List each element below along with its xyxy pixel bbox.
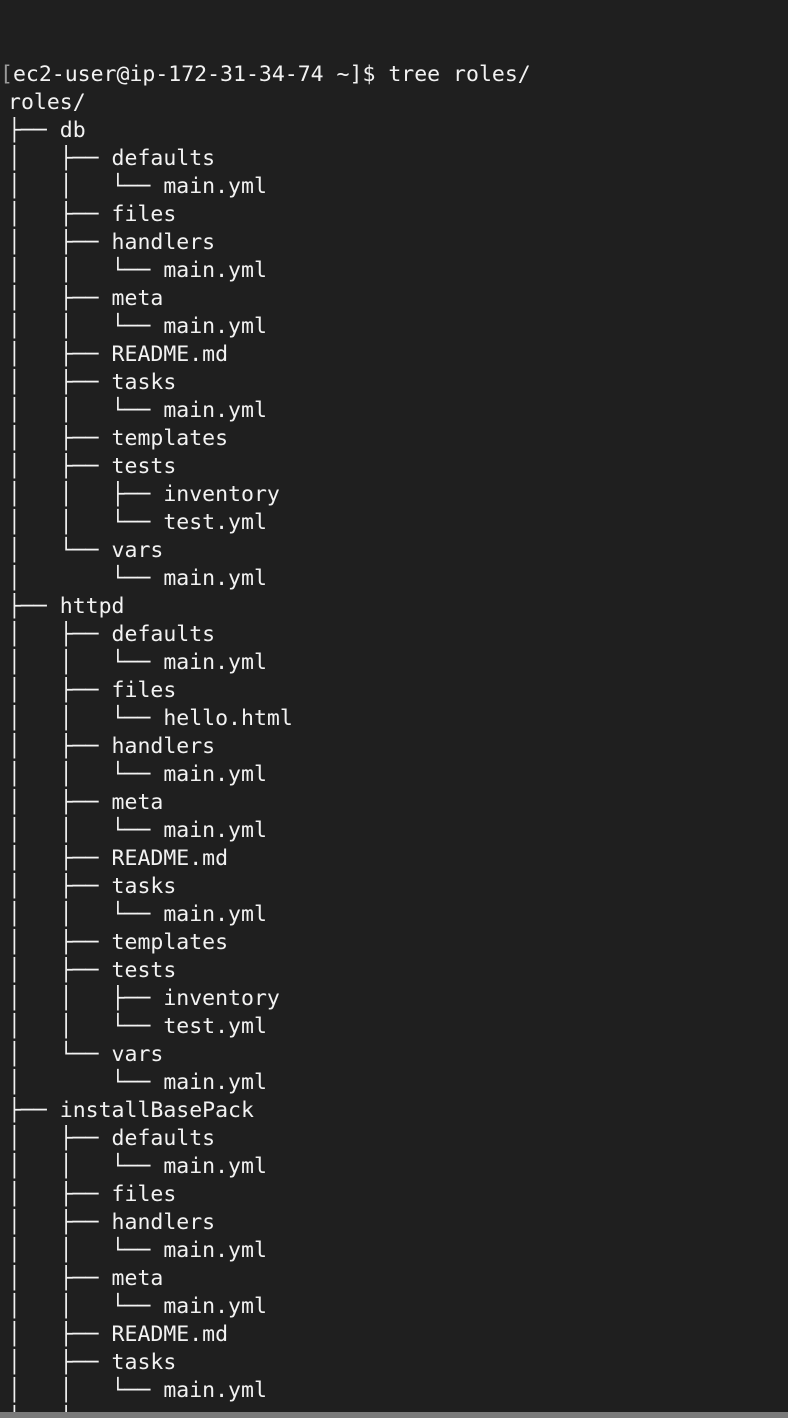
tree-output-line: │ ├── files	[8, 678, 177, 703]
tree-output-line: │ │ └── main.yml	[8, 818, 267, 843]
tree-output-line: │ │ └── main.yml	[8, 1294, 267, 1319]
tree-output-line: │ │ └── main.yml	[8, 1154, 267, 1179]
tree-output-line: │ │	[0, 1405, 531, 1412]
tree-output-line: │ │ └── main.yml	[8, 174, 267, 199]
tree-output-line: │ │ ├── inventory	[8, 986, 280, 1011]
tree-output-line: │ │ └── main.yml	[8, 902, 267, 927]
tree-output-line: │ ├── meta	[8, 790, 164, 815]
tree-output-line: │ ├── templates	[8, 426, 229, 451]
tree-output-line: │ ├── files	[8, 202, 177, 227]
tree-output-line: │ │ └── main.yml	[8, 258, 267, 283]
tree-output-line: │ ├── README.md	[8, 342, 229, 367]
tree-output-line: │ │ └── main.yml	[8, 1378, 267, 1403]
tree-output-line: │ ├── defaults	[8, 622, 216, 647]
tree-output-line: │ ├── templates	[8, 930, 229, 955]
command-prompt-text: ec2-user@ip-172-31-34-74 ~]$ tree roles/	[12, 62, 531, 87]
tree-output-line: │ │ └── test.yml	[8, 510, 267, 535]
window-bottom-edge	[0, 1412, 788, 1418]
command-prompt-line: [ec2-user@ip-172-31-34-74 ~]$ tree roles…	[0, 61, 531, 89]
prompt-bracket-mark: [	[0, 62, 13, 87]
terminal-output: [ec2-user@ip-172-31-34-74 ~]$ tree roles…	[0, 61, 531, 1412]
tree-output-line: │ │ └── main.yml	[8, 762, 267, 787]
tree-output-line: │ └── vars	[8, 1042, 164, 1067]
tree-output-line: │ │ └── main.yml	[8, 1238, 267, 1263]
tree-output-line: │ ├── tests	[8, 958, 177, 983]
tree-output-line: │ ├── README.md	[8, 846, 229, 871]
tree-output-line: │ ├── handlers	[8, 1210, 216, 1235]
tree-output-line: │ ├── tasks	[8, 1350, 177, 1375]
tree-output-line: │ │ ├── inventory	[8, 482, 280, 507]
tree-output-line: ├── db	[8, 118, 86, 143]
tree-output-line: │ ├── tasks	[8, 370, 177, 395]
tree-output-line: │ ├── handlers	[8, 734, 216, 759]
tree-output-line: roles/	[8, 90, 86, 115]
tree-output-line: │ ├── README.md	[8, 1322, 229, 1347]
tree-output-line: │ │ └── hello.html	[8, 706, 293, 731]
tree-output-line: │ ├── files	[8, 1182, 177, 1207]
tree-output-line: │ ├── defaults	[8, 146, 216, 171]
tree-output-line: │ │ └── main.yml	[8, 398, 267, 423]
tree-output-line: ├── installBasePack	[8, 1098, 254, 1123]
tree-output-line: │ ├── defaults	[8, 1126, 216, 1151]
tree-output-line: │ └── vars	[8, 538, 164, 563]
tree-output-line: │ ├── tasks	[8, 874, 177, 899]
tree-output-line: │ │ └── main.yml	[8, 650, 267, 675]
tree-output-line: │ ├── handlers	[8, 230, 216, 255]
tree-output-line: │ │ └── main.yml	[8, 314, 267, 339]
tree-output-line: │ │ └── test.yml	[8, 1014, 267, 1039]
tree-output-line: │ ├── tests	[8, 454, 177, 479]
tree-output-line: │ ├── meta	[8, 286, 164, 311]
tree-output-line: │ ├── meta	[8, 1266, 164, 1291]
tree-output-line: ├── httpd	[8, 594, 125, 619]
tree-output-line: │ └── main.yml	[8, 566, 267, 591]
tree-output-line: │ └── main.yml	[8, 1070, 267, 1095]
